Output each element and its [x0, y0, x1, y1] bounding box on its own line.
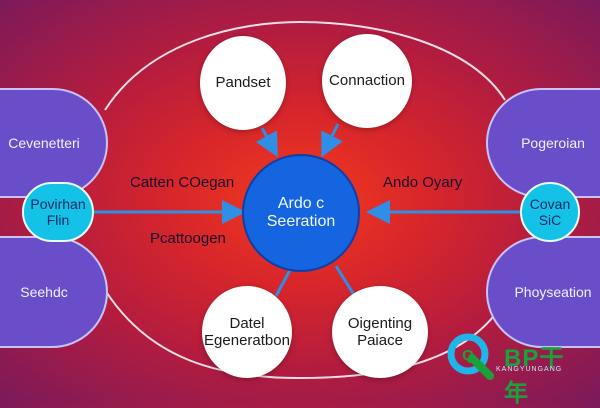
logo-subtext: KANGYUNGANG — [496, 366, 563, 373]
node-connaction: Connaction — [322, 34, 412, 128]
node-datel-line2: Egeneratbon — [204, 332, 290, 349]
node-phoyseation-label: Phoyseation — [514, 283, 592, 300]
node-covan-line1: Covan — [529, 195, 571, 212]
node-ardo-center: Ardo c Seeration — [242, 154, 360, 272]
node-povirhan-line2: Flin — [46, 212, 70, 228]
label-pcattoogen: Pcattoogen — [150, 230, 226, 247]
node-pogeroian: Pogeroian — [486, 88, 600, 198]
node-connaction-label: Connaction — [329, 72, 405, 90]
node-oigenting-line1: Oigenting — [347, 314, 413, 332]
arrow-top-left — [255, 127, 278, 158]
node-pandset-label: Pandset — [215, 74, 271, 92]
node-center-line2: Seeration — [266, 213, 336, 230]
logo-word: BP干年 — [504, 345, 565, 407]
line-bottom-left — [274, 269, 292, 297]
node-pandset: Pandset — [200, 36, 286, 130]
watermark-logo: Q BP干年 KANGYUNGANG — [446, 332, 586, 407]
node-seehdc: Seehdc — [0, 236, 108, 348]
logo-mark: Q — [462, 347, 474, 364]
node-cevenetteri-label: Cevenetteri — [8, 134, 80, 151]
node-covan: Covan SiC — [520, 182, 580, 242]
label-ando-oyary: Ando Oyary — [383, 174, 463, 191]
node-povirhan: Povirhan Flin — [22, 182, 94, 242]
node-pogeroian-label: Pogeroian — [521, 134, 585, 151]
node-covan-line2: SiC — [538, 212, 562, 228]
node-datel-line1: Datel — [229, 314, 265, 332]
node-cevenetteri: Cevenetteri — [0, 88, 108, 198]
arrow-top-right — [321, 123, 343, 158]
node-datel: Datel Egeneratbon — [202, 286, 292, 378]
logo-q-icon: Q — [447, 333, 494, 380]
node-center-line1: Ardo c — [277, 194, 325, 212]
outer-ring — [104, 20, 506, 380]
node-seehdc-label: Seehdc — [20, 283, 68, 300]
node-phoyseation: Phoyseation — [486, 236, 600, 348]
node-povirhan-line1: Povirhan — [30, 195, 86, 212]
node-oigenting-line2: Paiace — [357, 332, 403, 349]
label-catten-coegan: Catten COegan — [130, 174, 235, 191]
node-oigenting: Oigenting Paiace — [332, 286, 428, 378]
